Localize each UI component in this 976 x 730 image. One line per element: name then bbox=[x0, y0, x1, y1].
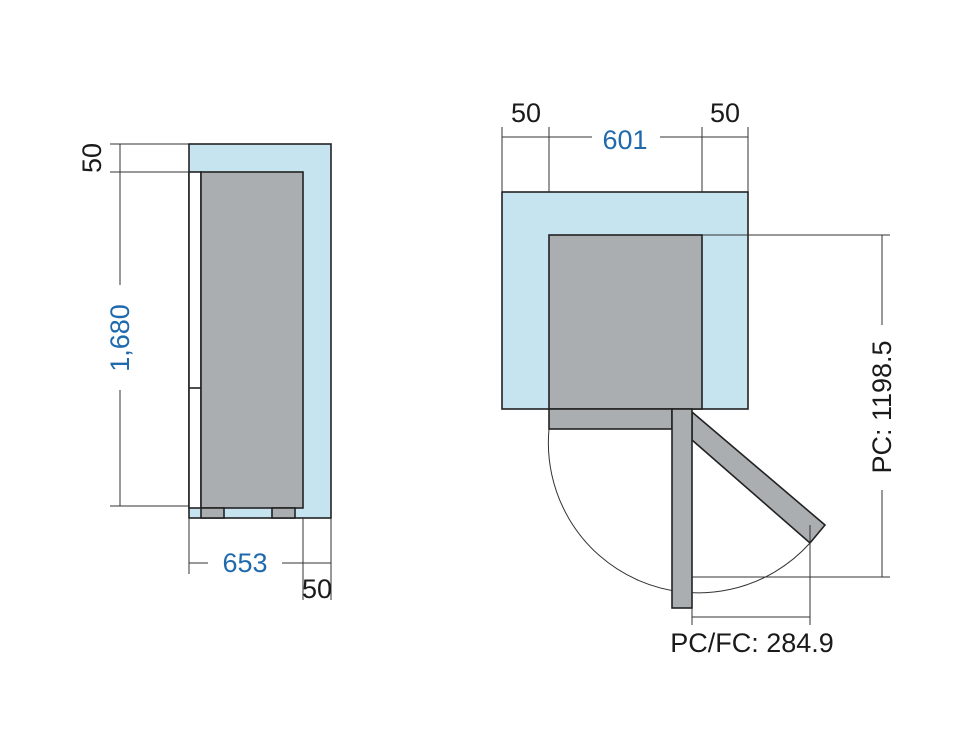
rear-clearance-label: 50 bbox=[302, 574, 332, 604]
door-open-90 bbox=[671, 408, 693, 609]
height-label: 1,680 bbox=[105, 304, 135, 372]
fridge-body bbox=[548, 234, 703, 410]
right-clearance-label: 50 bbox=[710, 98, 740, 128]
foot-rear bbox=[271, 507, 296, 519]
side-view: 50 1,680 653 50 bbox=[77, 143, 332, 604]
left-clearance-label: 50 bbox=[511, 98, 541, 128]
foot-front bbox=[200, 507, 225, 519]
depth-label: 653 bbox=[222, 548, 267, 578]
door-open-angled bbox=[691, 410, 827, 545]
door-strip bbox=[188, 171, 202, 509]
door-open-depth-label: PC: 1198.5 bbox=[867, 340, 897, 473]
door-swing-label: PC/FC: 284.9 bbox=[670, 628, 834, 658]
door-closed bbox=[548, 408, 673, 430]
fridge-body bbox=[200, 171, 304, 509]
top-clearance-label: 50 bbox=[77, 143, 107, 173]
top-view: 50 601 50 PC: 1198.5 PC/FC: 284.9 bbox=[501, 98, 897, 658]
width-label: 601 bbox=[602, 125, 647, 155]
